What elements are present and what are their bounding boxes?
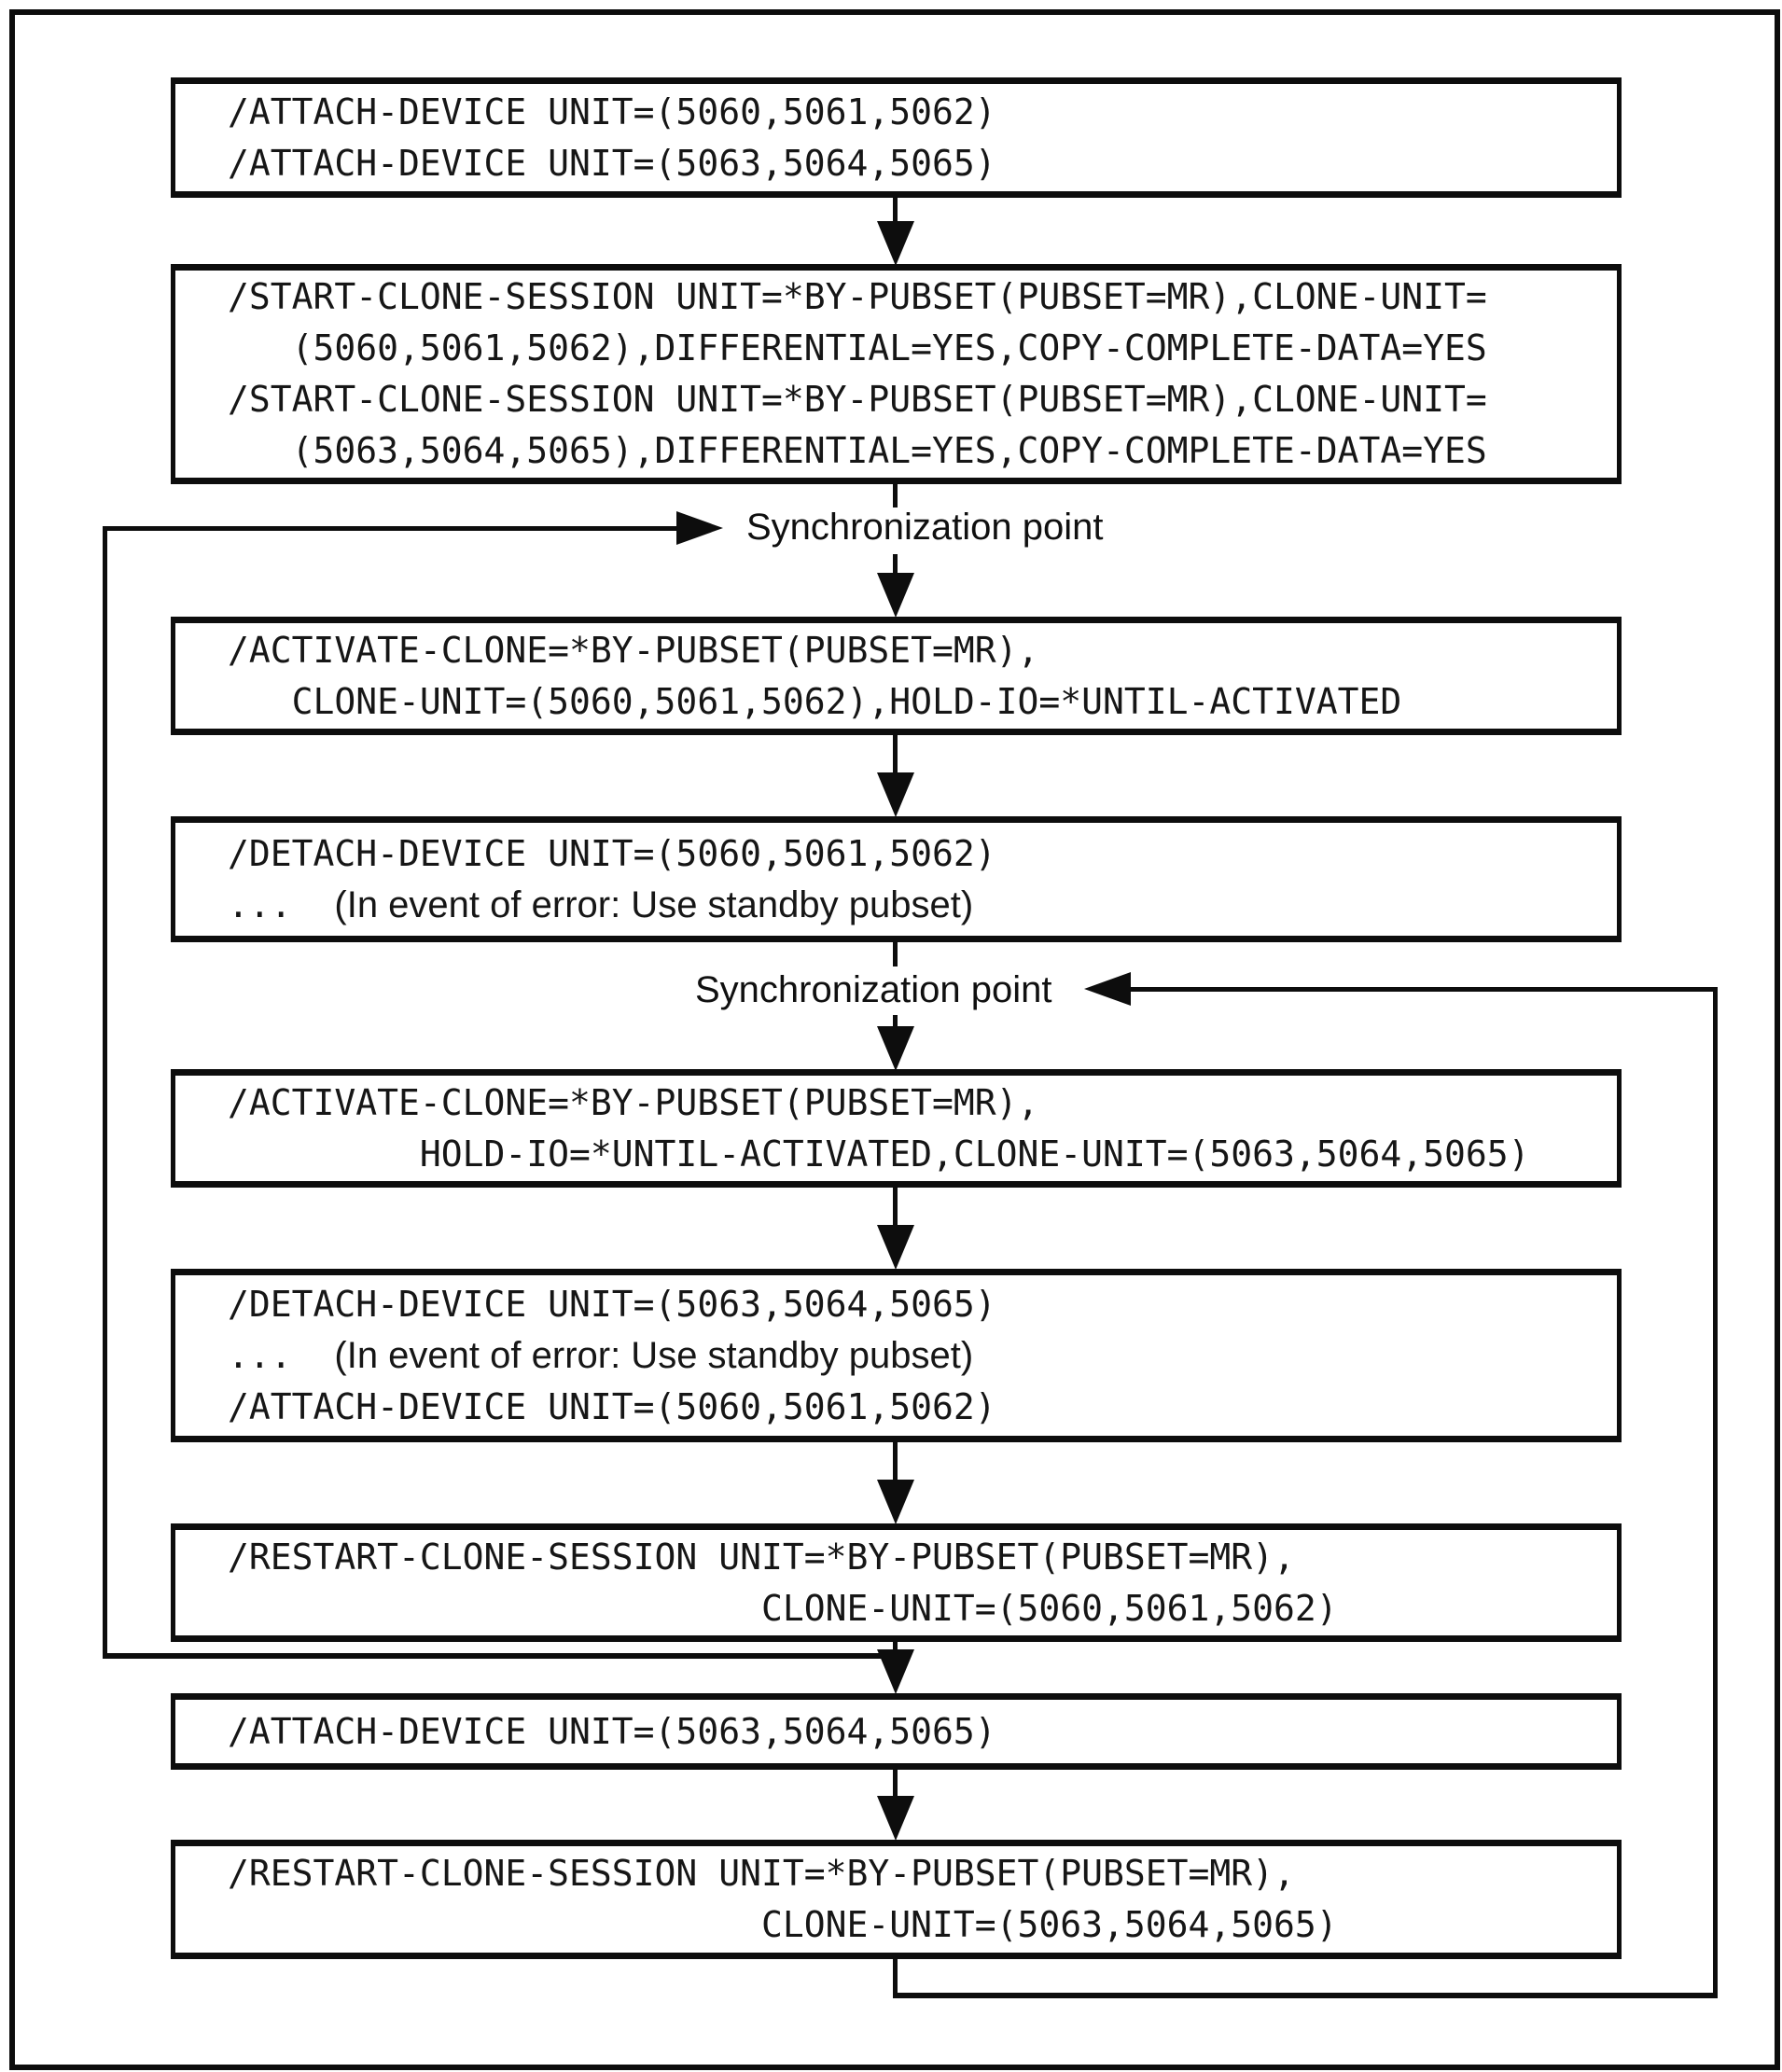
- left-loop-vertical-line: [103, 526, 107, 1659]
- command-text: (5060,5061,5062),DIFFERENTIAL=YES,COPY-C…: [228, 327, 1487, 369]
- right-loop-horizontal-line: [893, 1993, 1718, 1998]
- sync1-incoming-line: [104, 526, 678, 531]
- command-text: (5063,5064,5065),DIFFERENTIAL=YES,COPY-C…: [228, 430, 1487, 471]
- line-box2-sync1: [893, 484, 898, 508]
- command-text: /ATTACH-DEVICE UNIT=(5063,5064,5065): [228, 142, 996, 184]
- sync-point-1-label: Synchronization point: [746, 507, 1104, 548]
- command-line: /ACTIVATE-CLONE=*BY-PUBSET(PUBSET=MR),: [228, 1078, 1617, 1129]
- command-text: /ATTACH-DEVICE UNIT=(5063,5064,5065): [228, 1710, 996, 1752]
- command-line: /ATTACH-DEVICE UNIT=(5060,5061,5062): [228, 1382, 1617, 1433]
- arrow-line-box8-box9: [893, 1770, 898, 1801]
- comment-text: (In event of error: Use standby pubset): [334, 883, 974, 925]
- sync2-arrow-head: [1084, 972, 1131, 1006]
- command-text: /DETACH-DEVICE UNIT=(5063,5064,5065): [228, 1283, 996, 1325]
- command-text: /ATTACH-DEVICE UNIT=(5060,5061,5062): [228, 1385, 996, 1427]
- command-line: /DETACH-DEVICE UNIT=(5063,5064,5065): [228, 1279, 1617, 1330]
- command-text: /ATTACH-DEVICE UNIT=(5060,5061,5062): [228, 90, 996, 132]
- arrow-line-box6-box7: [893, 1442, 898, 1483]
- sync2-incoming-line: [1129, 987, 1717, 992]
- command-text: /DETACH-DEVICE UNIT=(5060,5061,5062): [228, 832, 996, 874]
- line-box9-right-loop: [893, 1959, 898, 1998]
- sync-point-2-label: Synchronization point: [695, 969, 1052, 1010]
- command-line: CLONE-UNIT=(5060,5061,5062),HOLD-IO=*UNT…: [228, 676, 1617, 728]
- box-restart-clone-session-first: /RESTART-CLONE-SESSION UNIT=*BY-PUBSET(P…: [171, 1523, 1622, 1642]
- command-line: /ACTIVATE-CLONE=*BY-PUBSET(PUBSET=MR),: [228, 625, 1617, 676]
- command-line: CLONE-UNIT=(5060,5061,5062): [228, 1583, 1617, 1634]
- left-loop-horizontal-line: [103, 1653, 898, 1659]
- command-text: CLONE-UNIT=(5060,5061,5062): [228, 1587, 1338, 1629]
- arrow-line-sync2-box5: [893, 1015, 898, 1030]
- command-text: HOLD-IO=*UNTIL-ACTIVATED,CLONE-UNIT=(506…: [228, 1133, 1530, 1175]
- comment-text: (In event of error: Use standby pubset): [334, 1334, 974, 1376]
- arrow-line-sync1-box3: [893, 554, 898, 575]
- arrow-head-box7-box8: [877, 1649, 914, 1694]
- arrow-line-box5-box6: [893, 1188, 898, 1229]
- command-text: /ACTIVATE-CLONE=*BY-PUBSET(PUBSET=MR),: [228, 1081, 1039, 1123]
- command-line: /RESTART-CLONE-SESSION UNIT=*BY-PUBSET(P…: [228, 1532, 1617, 1583]
- command-text: ...: [228, 883, 335, 925]
- box-detach-attach-switch: /DETACH-DEVICE UNIT=(5063,5064,5065) ... …: [171, 1269, 1622, 1442]
- box-attach-device-both: /ATTACH-DEVICE UNIT=(5060,5061,5062) /ATT…: [171, 77, 1622, 198]
- command-text: CLONE-UNIT=(5063,5064,5065): [228, 1904, 1338, 1945]
- command-text: /START-CLONE-SESSION UNIT=*BY-PUBSET(PUB…: [228, 276, 1487, 317]
- command-line: (5063,5064,5065),DIFFERENTIAL=YES,COPY-C…: [228, 425, 1617, 477]
- command-line: /DETACH-DEVICE UNIT=(5060,5061,5062): [228, 828, 1617, 880]
- box-start-clone-sessions: /START-CLONE-SESSION UNIT=*BY-PUBSET(PUB…: [171, 264, 1622, 484]
- command-text: /RESTART-CLONE-SESSION UNIT=*BY-PUBSET(P…: [228, 1853, 1295, 1894]
- arrow-head-sync1-box3: [877, 573, 914, 618]
- box-restart-clone-session-second: /RESTART-CLONE-SESSION UNIT=*BY-PUBSET(P…: [171, 1840, 1622, 1959]
- arrow-head-box3-box4: [877, 772, 914, 817]
- command-line: /ATTACH-DEVICE UNIT=(5063,5064,5065): [228, 1706, 1617, 1758]
- command-line: /START-CLONE-SESSION UNIT=*BY-PUBSET(PUB…: [228, 271, 1617, 323]
- arrow-head-box5-box6: [877, 1225, 914, 1270]
- arrow-head-sync2-box5: [877, 1026, 914, 1071]
- command-text: /RESTART-CLONE-SESSION UNIT=*BY-PUBSET(P…: [228, 1536, 1295, 1578]
- command-line: ... (In event of error: Use standby pubs…: [228, 880, 1617, 931]
- command-line: CLONE-UNIT=(5063,5064,5065): [228, 1899, 1617, 1951]
- box-detach-device-first: /DETACH-DEVICE UNIT=(5060,5061,5062) ... …: [171, 816, 1622, 942]
- command-line: /RESTART-CLONE-SESSION UNIT=*BY-PUBSET(P…: [228, 1848, 1617, 1899]
- command-line: /ATTACH-DEVICE UNIT=(5060,5061,5062): [228, 87, 1617, 138]
- command-line: /START-CLONE-SESSION UNIT=*BY-PUBSET(PUB…: [228, 374, 1617, 425]
- arrow-line-box3-box4: [893, 735, 898, 776]
- command-text: ...: [228, 1334, 335, 1376]
- right-loop-vertical-line: [1713, 987, 1718, 1998]
- box-activate-clone-second: /ACTIVATE-CLONE=*BY-PUBSET(PUBSET=MR), H…: [171, 1069, 1622, 1188]
- command-line: HOLD-IO=*UNTIL-ACTIVATED,CLONE-UNIT=(506…: [228, 1129, 1617, 1180]
- command-text: /START-CLONE-SESSION UNIT=*BY-PUBSET(PUB…: [228, 379, 1487, 420]
- arrow-head-box1-box2: [877, 221, 914, 266]
- command-line: /ATTACH-DEVICE UNIT=(5063,5064,5065): [228, 138, 1617, 189]
- box-activate-clone-first: /ACTIVATE-CLONE=*BY-PUBSET(PUBSET=MR), C…: [171, 617, 1622, 735]
- figure-border: [9, 9, 1780, 2070]
- arrow-head-box6-box7: [877, 1480, 914, 1524]
- line-box4-sync2: [893, 942, 898, 966]
- command-line: (5060,5061,5062),DIFFERENTIAL=YES,COPY-C…: [228, 323, 1617, 374]
- command-text: /ACTIVATE-CLONE=*BY-PUBSET(PUBSET=MR),: [228, 629, 1039, 671]
- arrow-head-box8-box9: [877, 1796, 914, 1841]
- command-line: ... (In event of error: Use standby pubs…: [228, 1330, 1617, 1382]
- sync1-arrow-head: [676, 511, 723, 545]
- box-attach-device-second: /ATTACH-DEVICE UNIT=(5063,5064,5065): [171, 1693, 1622, 1770]
- command-text: CLONE-UNIT=(5060,5061,5062),HOLD-IO=*UNT…: [228, 680, 1402, 722]
- arrow-line-box1-box2: [893, 198, 898, 226]
